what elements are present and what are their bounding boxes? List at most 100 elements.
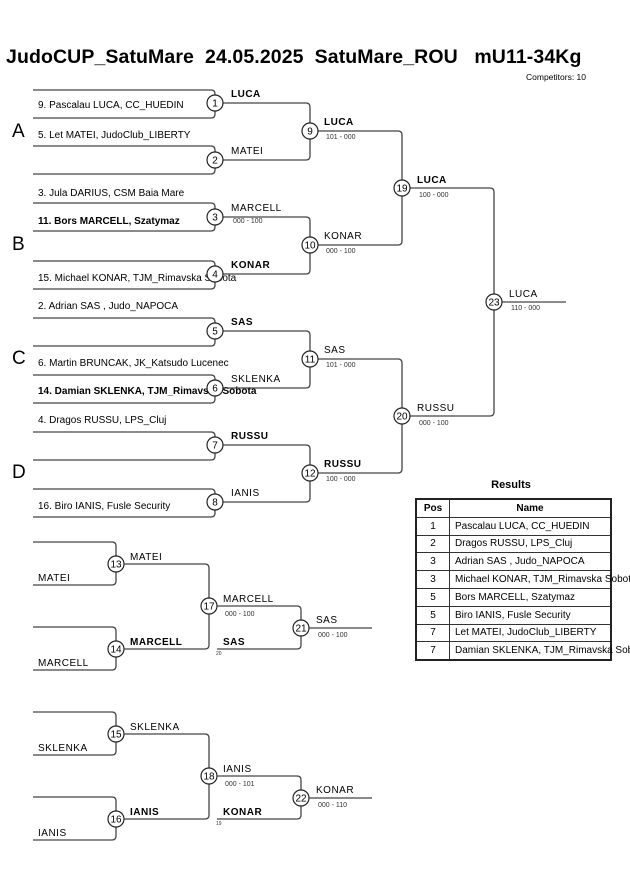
bracket-line: [410, 187, 495, 417]
match-circle: [393, 179, 411, 197]
match-score: 000 - 100: [225, 611, 255, 618]
results-pos: 3: [415, 552, 450, 572]
match-score: 000 - 100: [326, 248, 356, 255]
match-winner: RUSSU: [417, 403, 455, 414]
match-winner: MATEI: [130, 552, 162, 563]
results-pos: 7: [415, 623, 450, 643]
match-circle: [393, 407, 411, 425]
match-winner: IANIS: [130, 807, 159, 818]
match-circle-number: 7: [212, 441, 218, 452]
match-score: 000 - 100: [233, 218, 263, 225]
pool-label-b: B: [12, 234, 25, 255]
match-circle-number: 1: [212, 99, 218, 110]
match-circle-number: 20: [396, 412, 408, 423]
match-circle: [301, 464, 319, 482]
match-circle-number: 15: [110, 730, 122, 741]
match-winner: KONAR: [316, 785, 354, 796]
pool-label-c: C: [12, 348, 26, 369]
match-circle-number: 19: [396, 184, 408, 195]
match-circle-number: 6: [212, 384, 218, 395]
match-circle-number: 17: [203, 602, 215, 613]
results-pos: 7: [415, 641, 450, 661]
match-score: 101 - 000: [326, 362, 356, 369]
entrant-name: 11. Bors MARCELL, Szatymaz: [38, 216, 180, 227]
match-winner: LUCA: [231, 89, 261, 100]
match-circle-number: 3: [212, 213, 218, 224]
entrant-name: 3. Jula DARIUS, CSM Baia Mare: [38, 188, 185, 199]
match-circle-number: 18: [203, 772, 215, 783]
match-winner: KONAR: [231, 260, 270, 271]
entrant-name: 4. Dragos RUSSU, LPS_Cluj: [38, 415, 166, 426]
match-circle-number: 11: [305, 355, 316, 366]
match-circle-number: 10: [304, 241, 316, 252]
loser-name: SAS: [223, 637, 245, 648]
entrant-name: 16. Biro IANIS, Fusle Security: [38, 501, 170, 512]
match-circle: [206, 94, 224, 112]
match-winner: MARCELL: [223, 594, 274, 605]
results-name: Michael KONAR, TJM_Rimavska Sobota: [449, 570, 630, 589]
match-circle-number: 12: [304, 469, 316, 480]
match-circle-number: 2: [212, 156, 218, 167]
bracket-line: [33, 145, 216, 175]
bracket-line: [33, 431, 216, 461]
bracket-line: [318, 358, 403, 474]
results-header-row: Pos Name: [415, 498, 612, 518]
match-circle: [206, 208, 224, 226]
match-winner: MARCELL: [231, 203, 282, 214]
loser-from-match: 19: [216, 821, 222, 827]
match-winner: SAS: [316, 615, 338, 626]
match-score: 100 - 000: [326, 476, 356, 483]
pool-label-d: D: [12, 462, 26, 483]
match-score: 000 - 100: [318, 632, 348, 639]
match-winner: SAS: [324, 345, 346, 356]
match-winner: MATEI: [231, 146, 263, 157]
match-winner: SAS: [231, 317, 253, 328]
results-pos: 5: [415, 605, 450, 625]
match-winner: KONAR: [324, 231, 362, 242]
match-circle-number: 16: [110, 815, 122, 826]
match-winner: RUSSU: [231, 431, 269, 442]
entrant-name: 6. Martin BRUNCAK, JK_Katsudo Lucenec: [38, 358, 229, 369]
match-circle-number: 8: [212, 498, 218, 509]
match-circle-number: 21: [295, 624, 307, 635]
match-score: 101 - 000: [326, 134, 356, 141]
match-circle-number: 4: [212, 270, 218, 281]
match-circle: [206, 379, 224, 397]
results-header-pos: Pos: [415, 498, 450, 518]
results-header-name: Name: [449, 498, 612, 518]
results-name: Damian SKLENKA, TJM_Rimavska Sobota: [449, 641, 630, 661]
results-name: Dragos RUSSU, LPS_Cluj: [449, 534, 612, 554]
results-name: Let MATEI, JudoClub_LIBERTY: [449, 623, 612, 643]
match-winner: LUCA: [324, 117, 354, 128]
match-score: 000 - 101: [225, 781, 255, 788]
match-circle-number: 5: [212, 327, 218, 338]
results-title: Results: [491, 479, 531, 491]
match-score: 100 - 000: [419, 192, 449, 199]
match-circle-number: 14: [110, 645, 122, 656]
match-circle-number: 13: [110, 560, 122, 571]
final-score: 110 - 000: [511, 305, 540, 312]
bracket-line: [318, 130, 403, 246]
results-name: Bors MARCELL, Szatymaz: [449, 587, 612, 607]
page-title: JudoCUP_SatuMare 24.05.2025 SatuMare_ROU…: [6, 46, 582, 68]
match-winner: LUCA: [417, 175, 447, 186]
match-circle-number: 22: [295, 794, 307, 805]
match-score: 000 - 100: [419, 420, 449, 427]
match-circle: [206, 151, 224, 169]
match-winner: SKLENKA: [231, 374, 281, 385]
repechage-entry: MARCELL: [38, 658, 89, 669]
match-winner: MARCELL: [130, 637, 182, 648]
bracket-line: [33, 317, 216, 347]
results-name: Pascalau LUCA, CC_HUEDIN: [449, 516, 612, 536]
match-circle: [301, 236, 319, 254]
competitors-count: Competitors: 10: [526, 72, 586, 82]
results-pos: 1: [415, 516, 450, 536]
